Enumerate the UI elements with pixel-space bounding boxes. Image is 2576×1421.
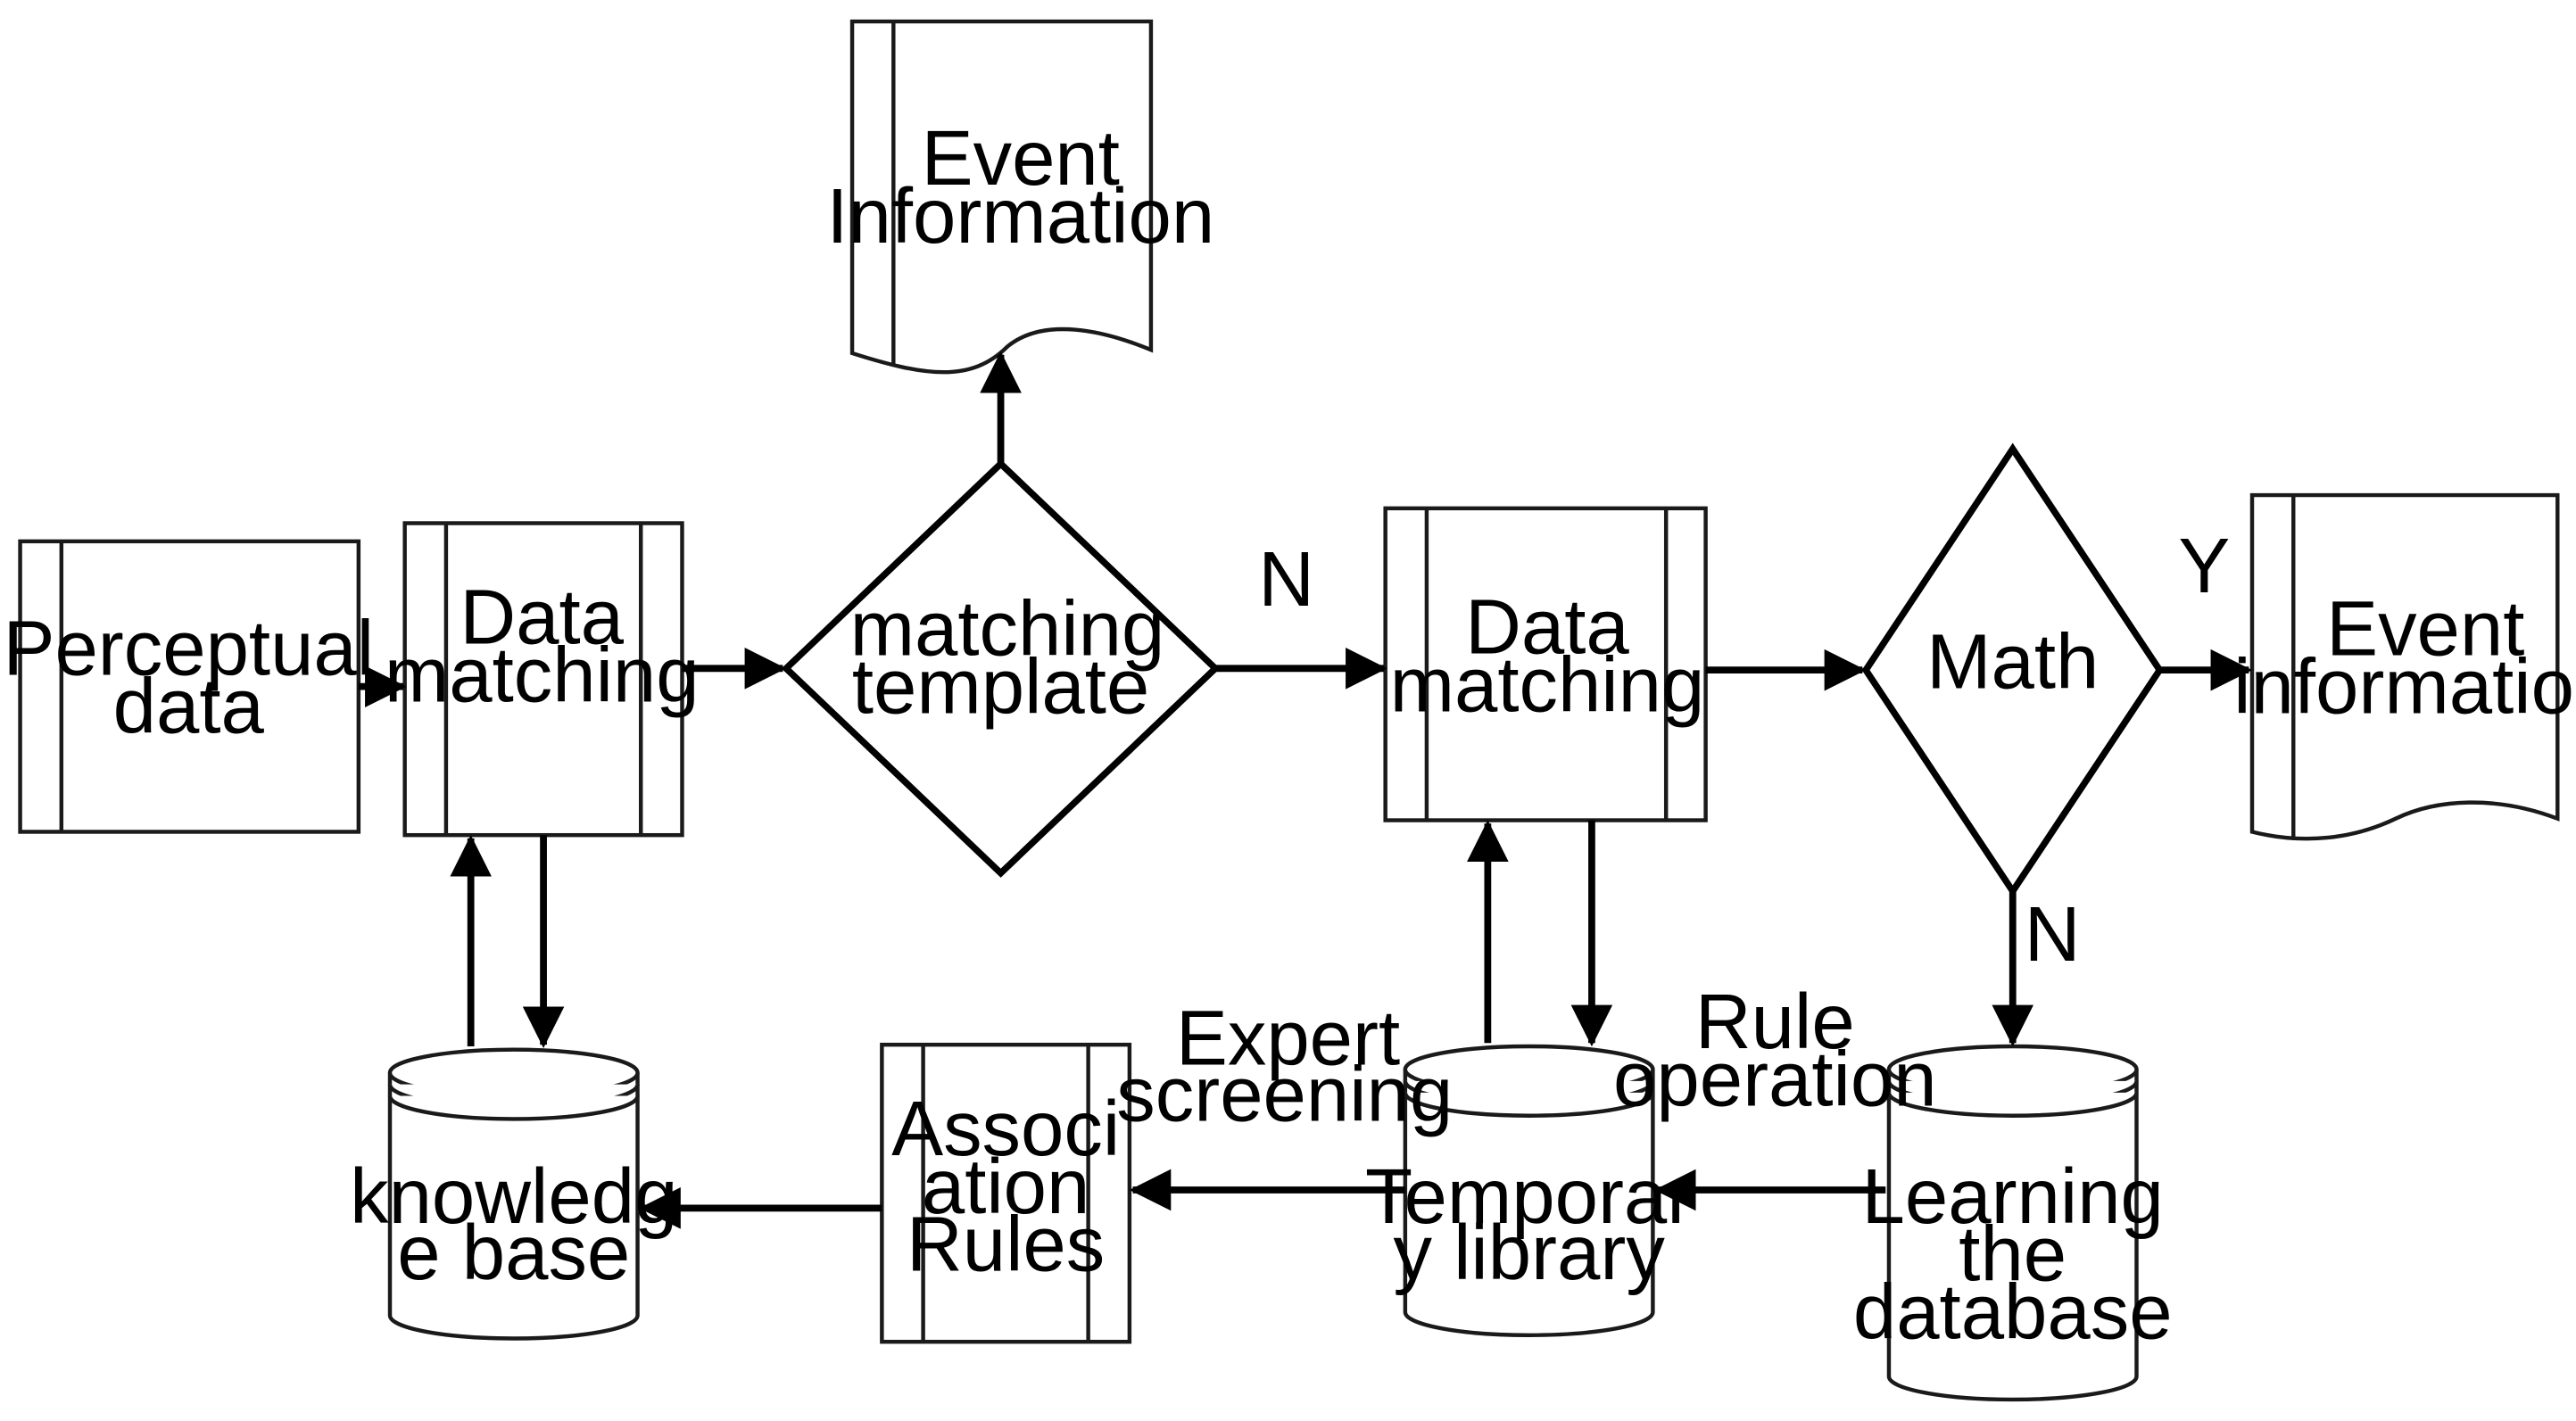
math-label: Math xyxy=(1926,619,2099,706)
label-math-yes: Y xyxy=(2178,523,2230,609)
event-information-right-node: Event information xyxy=(2233,492,2576,841)
data-matching-2-label-1: Data xyxy=(1465,584,1629,671)
label-expert-screening-2: screening xyxy=(1116,1051,1453,1137)
learning-database-label-3: database xyxy=(1853,1268,2173,1355)
temporary-library-label-1: Temporar xyxy=(1365,1153,1693,1240)
perceptual-data-node: Perceptual data xyxy=(3,539,374,834)
event-information-top-label-1: Event xyxy=(922,115,1120,202)
data-matching-node-2: Data matching xyxy=(1383,506,1708,822)
event-information-top-node: Event Information xyxy=(826,19,1214,375)
perceptual-data-label-1: Perceptual xyxy=(3,606,374,692)
matching-template-label-2: template xyxy=(852,643,1149,730)
label-rule-operation-2: operation xyxy=(1613,1037,1937,1123)
label-template-no: N xyxy=(1258,536,1314,623)
math-decision: Math xyxy=(1861,442,2164,897)
association-rules-node: Associ ation Rules xyxy=(880,1042,1132,1344)
matching-template-label-1: matching xyxy=(850,586,1165,673)
association-rules-label-2: ation xyxy=(922,1144,1090,1230)
data-matching-1-label-2: matching xyxy=(385,632,700,718)
label-expert-screening-1: Expert xyxy=(1176,995,1400,1081)
connectors xyxy=(358,351,2253,1229)
edge-labels: N Y N Expert screening Rule operation xyxy=(1116,523,2230,1137)
label-math-no: N xyxy=(2025,891,2081,978)
event-information-top-label-2: Information xyxy=(826,173,1214,260)
knowledge-base-node: knowledg e base xyxy=(350,1047,677,1341)
temporary-library-node: Temporar y library xyxy=(1365,1044,1693,1337)
event-information-right-label-2: information xyxy=(2233,643,2576,730)
data-matching-node-1: Data matching xyxy=(385,521,700,838)
matching-template-decision: matching template xyxy=(781,459,1221,878)
knowledge-base-label-1: knowledg xyxy=(350,1153,677,1240)
association-rules-label-1: Associ xyxy=(891,1086,1120,1172)
label-rule-operation-1: Rule xyxy=(1695,979,1855,1065)
learning-database-label-2: the xyxy=(1959,1211,2067,1298)
temporary-library-label-2: y library xyxy=(1393,1210,1665,1296)
data-matching-1-label-1: Data xyxy=(460,574,624,661)
association-rules-label-3: Rules xyxy=(907,1202,1105,1288)
perceptual-data-label-2: data xyxy=(113,663,265,749)
knowledge-base-label-2: e base xyxy=(397,1210,630,1296)
event-information-right-label-1: Event xyxy=(2326,586,2524,673)
learning-database-label-1: Learning xyxy=(1862,1153,2164,1240)
data-matching-2-label-2: matching xyxy=(1390,641,1705,728)
learning-database-node: Learning the database xyxy=(1853,1044,2173,1402)
